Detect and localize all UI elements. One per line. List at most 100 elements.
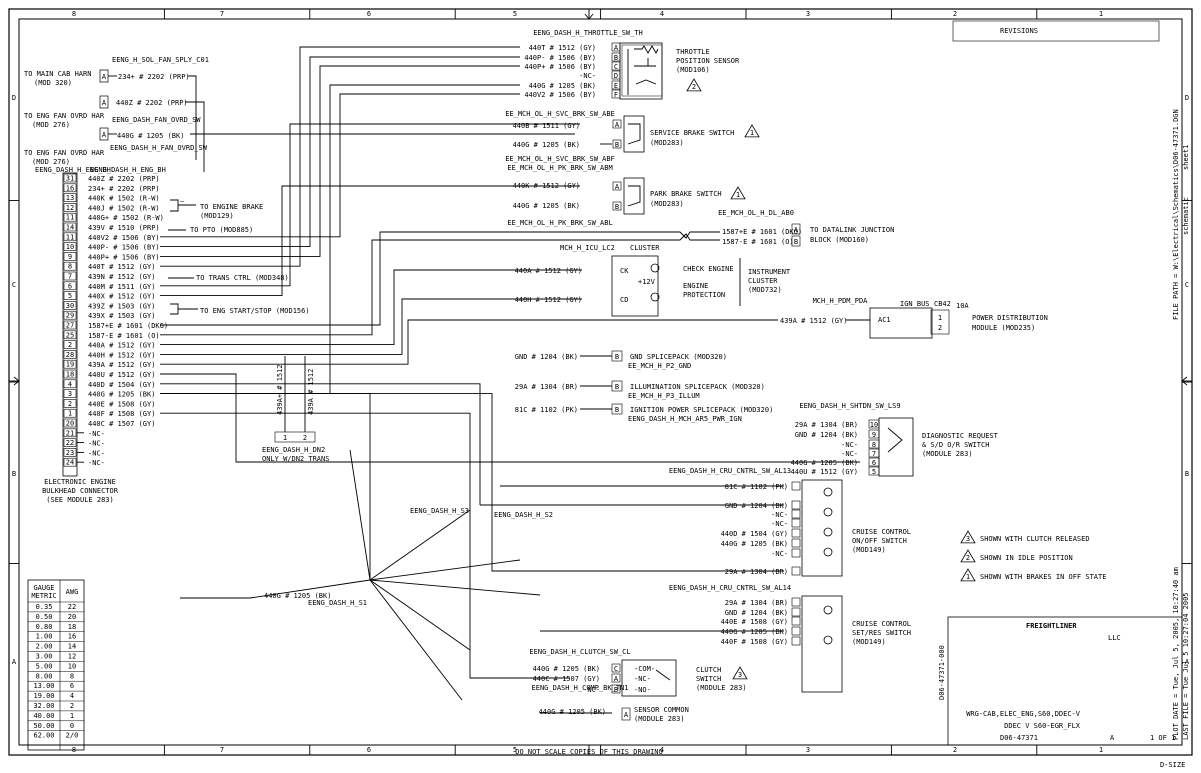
throttle-pin-label: B bbox=[614, 54, 618, 62]
gauge-awg: 0 bbox=[70, 722, 74, 730]
bulkhead-pin-number: 22 bbox=[66, 439, 74, 447]
throttle-pin-label: F bbox=[614, 91, 618, 99]
svc-brake-switch-body bbox=[623, 115, 645, 153]
bulkhead-connector-name-2: EENG_DASH_H_ENG_BH bbox=[90, 166, 166, 174]
clutch-switch-body bbox=[621, 659, 677, 697]
idle-switch bbox=[635, 79, 657, 85]
cluster-pin: CD bbox=[620, 296, 628, 304]
dn2-connector: EENG_DASH_H_DN2 bbox=[262, 446, 325, 454]
splice-wire: GND # 1204 (BK) bbox=[515, 353, 578, 361]
pin-box bbox=[791, 597, 801, 607]
datalink-connector: EE_MCH_OL_H_DL_AB0 bbox=[718, 209, 794, 217]
park-brake-wire: 440G # 1205 (BK) bbox=[513, 202, 580, 210]
gauge-awg: 1 bbox=[70, 712, 74, 720]
cruise-setres-wire: 440G # 1205 (BK) bbox=[721, 628, 788, 636]
bulkhead-wire-label: 439N # 1512 (GY) bbox=[88, 273, 155, 281]
switch-lever bbox=[887, 427, 903, 453]
ground-fan bbox=[369, 509, 471, 581]
side-drawing-number: D06-47371-000 bbox=[938, 645, 946, 700]
nc-label: -NC- bbox=[88, 440, 105, 448]
col-label-bottom: 3 bbox=[806, 746, 810, 754]
pin-box bbox=[621, 707, 631, 721]
bulkhead-pin-number: 21 bbox=[66, 429, 74, 437]
clutch-connector: EENG_DASH_H_CLUTCH_SW_CL bbox=[529, 648, 630, 656]
cluster-lamp: ENGINE bbox=[683, 282, 708, 290]
bulkhead-pin-number: 7 bbox=[68, 273, 72, 281]
comp-wire: 440G # 1205 (BK) bbox=[539, 708, 606, 716]
gauge-metric: 19.00 bbox=[33, 692, 54, 700]
harness-note: (MOD 320) bbox=[34, 79, 72, 87]
wire bbox=[188, 75, 197, 160]
drawing-title-2: DDEC V S60-EGR_FLX bbox=[1004, 722, 1081, 730]
comp-title: SENSOR COMMON bbox=[634, 706, 689, 714]
throttle-wire-label: 440P+ # 1506 (BY) bbox=[524, 63, 596, 71]
wire bbox=[160, 383, 481, 505]
bulkhead-title: (SEE MODULE 283) bbox=[46, 496, 113, 504]
harness-note: TO TRANS CTRL (MOD348) bbox=[196, 274, 289, 282]
bulkhead-wire-label: 440P+ # 1506 (BY) bbox=[88, 253, 160, 261]
bulkhead-pin-number: 25 bbox=[66, 331, 74, 339]
shutdown-switch-body bbox=[878, 417, 914, 477]
park-brake-connector: EE_MCH_OL_H_PK_BRK_SW_ABM bbox=[507, 164, 612, 172]
note-number: 1 bbox=[966, 573, 970, 581]
bulkhead-pin-box bbox=[63, 203, 77, 212]
park-brake-title: (MOD283) bbox=[650, 200, 684, 208]
bulkhead-pin-number: 2 bbox=[68, 341, 72, 349]
bulkhead-pin-number: 5 bbox=[68, 292, 72, 300]
cruise-onoff-body bbox=[801, 479, 843, 577]
dn2-wire: 439A+ # 1512 bbox=[276, 364, 284, 415]
wire bbox=[160, 123, 580, 287]
note-number: 3 bbox=[966, 535, 970, 543]
cluster-label: (MOD732) bbox=[748, 286, 782, 294]
ground-fan bbox=[349, 449, 371, 581]
legend-text: SHOWN IN IDLE POSITION bbox=[980, 554, 1073, 562]
row-label-right: A bbox=[1185, 658, 1190, 666]
pdm-connector: MCH_H_PDM_PDA bbox=[813, 297, 869, 305]
gauge-metric: 0.50 bbox=[36, 613, 53, 621]
row-label-left: C bbox=[12, 281, 16, 289]
shutdown-title: & S/D O/R SWITCH bbox=[922, 441, 989, 449]
comp-connector: EENG_DASH_H_COMP_BK_TN1 bbox=[532, 684, 629, 692]
bulkhead-pin-box bbox=[63, 320, 77, 330]
revision-table bbox=[952, 20, 1160, 42]
bulkhead-wire-label: 440A # 1512 (GY) bbox=[88, 342, 155, 350]
datalink-wire-trace bbox=[160, 231, 720, 326]
cruise-onoff-wire: GND # 1204 (BK) bbox=[725, 502, 788, 510]
datalink-wire-trace bbox=[160, 233, 720, 336]
bulkhead-wire-label: 440C # 1507 (GY) bbox=[88, 420, 155, 428]
bulkhead-pin-box bbox=[63, 252, 77, 261]
datalink-wire: 1587-E # 1601 (O) bbox=[722, 238, 794, 246]
cluster-connector: MCH_H_ICU_LC2 bbox=[560, 244, 615, 252]
svc-brake-title: SERVICE BRAKE SWITCH bbox=[650, 129, 734, 137]
fan-wire-label: 234+ # 2202 (PRP) bbox=[118, 73, 190, 81]
nc-label: -NC- bbox=[88, 449, 105, 457]
gauge-awg: 8 bbox=[70, 672, 74, 680]
bulkhead-wire-label: 440X # 1512 (GY) bbox=[88, 293, 155, 301]
bulkhead-wire-label: 440H # 1512 (GY) bbox=[88, 351, 155, 359]
park-brake-title: PARK BRAKE SWITCH bbox=[650, 190, 722, 198]
ground-trunk bbox=[180, 579, 371, 599]
bulkhead-pin-box bbox=[63, 232, 77, 242]
ground-bus-wire: 440G # 1205 (BK) bbox=[264, 592, 331, 600]
pin-box bbox=[791, 500, 801, 510]
gauge-metric: 40.00 bbox=[33, 712, 54, 720]
pin: A bbox=[624, 711, 629, 719]
bulkhead-pin-box bbox=[63, 379, 77, 389]
cruise-switch-contact bbox=[823, 527, 833, 537]
throttle-wire bbox=[160, 46, 520, 267]
center-arrow bbox=[13, 376, 20, 386]
pin-box bbox=[791, 626, 801, 636]
throttle-title: (MOD106) bbox=[676, 66, 710, 74]
splice-connector: EE_MCH_H_P3_ILLUM bbox=[628, 392, 700, 400]
note-1-triangle bbox=[744, 124, 760, 138]
switch-contact bbox=[627, 123, 641, 145]
cruise-onoff-wire: 440G # 1205 (BK) bbox=[721, 540, 788, 548]
pin-box bbox=[791, 616, 801, 626]
bulkhead-wire-label: 440U # 1512 (GY) bbox=[88, 371, 155, 379]
bulkhead-pin-number: 27 bbox=[66, 322, 74, 330]
gauge-awg: 12 bbox=[68, 653, 76, 661]
dn2-pin: 2 bbox=[303, 434, 307, 442]
bulkhead-wire-label: 440J # 1502 (R-W) bbox=[88, 204, 160, 212]
pin-box bbox=[611, 663, 621, 673]
bulkhead-pin-number: 29 bbox=[66, 312, 74, 320]
